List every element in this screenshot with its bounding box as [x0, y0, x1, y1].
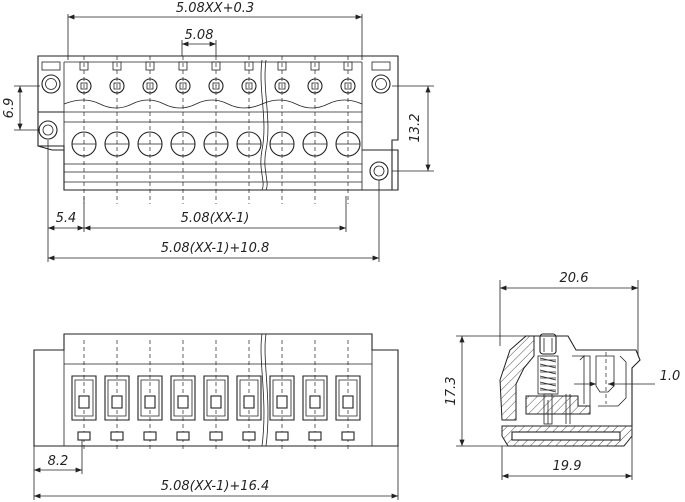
front-pin [302, 340, 328, 450]
dim-top-width: 5.08XX+0.3 [176, 1, 254, 16]
dim-side-height: 17.3 [444, 377, 459, 406]
top-pin [203, 56, 229, 204]
side-screw-icon [537, 333, 559, 395]
side-view [499, 333, 641, 447]
front-pin [203, 340, 229, 450]
front-pin [104, 340, 130, 450]
front-dimensions: 8.2 5.08(XX-1)+16.4 [33, 440, 399, 500]
dim-height-left: 6.9 [2, 98, 17, 119]
mount-hole-right-icon [369, 161, 389, 181]
top-dimensions: 5.08XX+0.3 5.08 6.9 13.2 5.4 5.08(XX-1) … [2, 1, 434, 262]
top-pin [269, 56, 295, 204]
dim-side-width-bottom: 19.9 [553, 459, 582, 474]
top-pin [170, 56, 196, 204]
front-pin [170, 340, 196, 450]
front-pin-group [71, 340, 361, 450]
dim-side-width-top: 20.6 [560, 271, 589, 286]
mount-hole-left-icon [38, 120, 58, 140]
dim-offset-left: 5.4 [56, 211, 77, 226]
front-pin [236, 340, 262, 450]
dim-total-top: 5.08(XX-1)+10.8 [161, 241, 270, 256]
dim-pitch: 5.08 [185, 28, 214, 43]
front-pin [137, 340, 163, 450]
corner-screw-right-icon [371, 61, 391, 94]
dim-side-small: 1.0 [660, 369, 681, 384]
side-dimensions: 20.6 17.3 1.0 19.9 [444, 271, 680, 480]
top-pin-group [71, 56, 361, 204]
top-pin [302, 56, 328, 204]
front-view [33, 333, 399, 450]
dim-height-right: 13.2 [408, 114, 423, 143]
top-pin [71, 56, 97, 204]
front-pin [71, 340, 97, 450]
dim-offset-bottom: 8.2 [48, 454, 69, 469]
top-pin [335, 56, 361, 204]
corner-screw-left-icon [41, 61, 61, 94]
top-pin [137, 56, 163, 204]
top-pin [104, 56, 130, 204]
dim-total-bottom: 5.08(XX-1)+16.4 [161, 479, 270, 494]
top-view [37, 55, 399, 204]
top-pin [236, 56, 262, 204]
dim-span-pins: 5.08(XX-1) [181, 211, 250, 226]
front-pin [269, 340, 295, 450]
front-pin [335, 340, 361, 450]
